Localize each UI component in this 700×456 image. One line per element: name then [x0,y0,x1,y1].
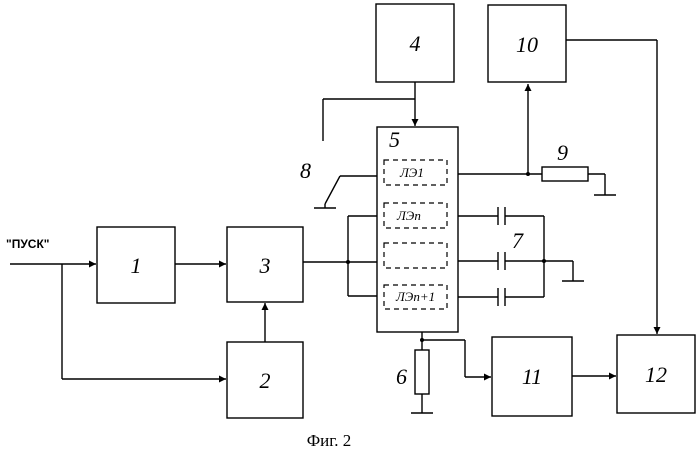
block-12-label: 12 [645,362,667,387]
block-4-label: 4 [410,31,421,56]
switch-8: 8 [300,158,377,208]
bus-3-to-5 [303,216,377,296]
block-5-label: 5 [389,127,400,152]
block-11: 11 [492,337,572,416]
resistor-6-label: 6 [396,364,407,389]
figure-caption: Фиг. 2 [307,431,352,450]
capacitors-7-label: 7 [512,228,524,253]
block-1: 1 [97,227,175,303]
block-3-label: 3 [259,253,271,278]
start-label: "ПУСК" [6,237,49,251]
block-5: 5 ЛЭ1 ЛЭn ЛЭn+1 [377,127,458,332]
block5-output [420,332,491,377]
resistor-9: 9 [542,140,616,195]
block-1-label: 1 [131,253,142,278]
block-11-label: 11 [522,364,542,389]
block-2-label: 2 [260,368,271,393]
block-10: 10 [488,5,566,82]
le1-label: ЛЭ1 [399,165,424,180]
resistor-9-label: 9 [557,140,568,165]
block-2: 2 [227,342,303,418]
block-4: 4 [376,4,454,82]
le1-output [458,84,542,176]
block-3: 3 [227,227,303,302]
block-10-label: 10 [516,32,538,57]
resistor-6: 6 [396,350,433,413]
len-label: ЛЭn [396,208,421,223]
wire-10-to-12 [566,40,657,334]
block-12: 12 [617,335,695,413]
switch-8-label: 8 [300,158,311,183]
capacitors-7: 7 [458,207,584,306]
len1-label: ЛЭn+1 [395,289,435,304]
